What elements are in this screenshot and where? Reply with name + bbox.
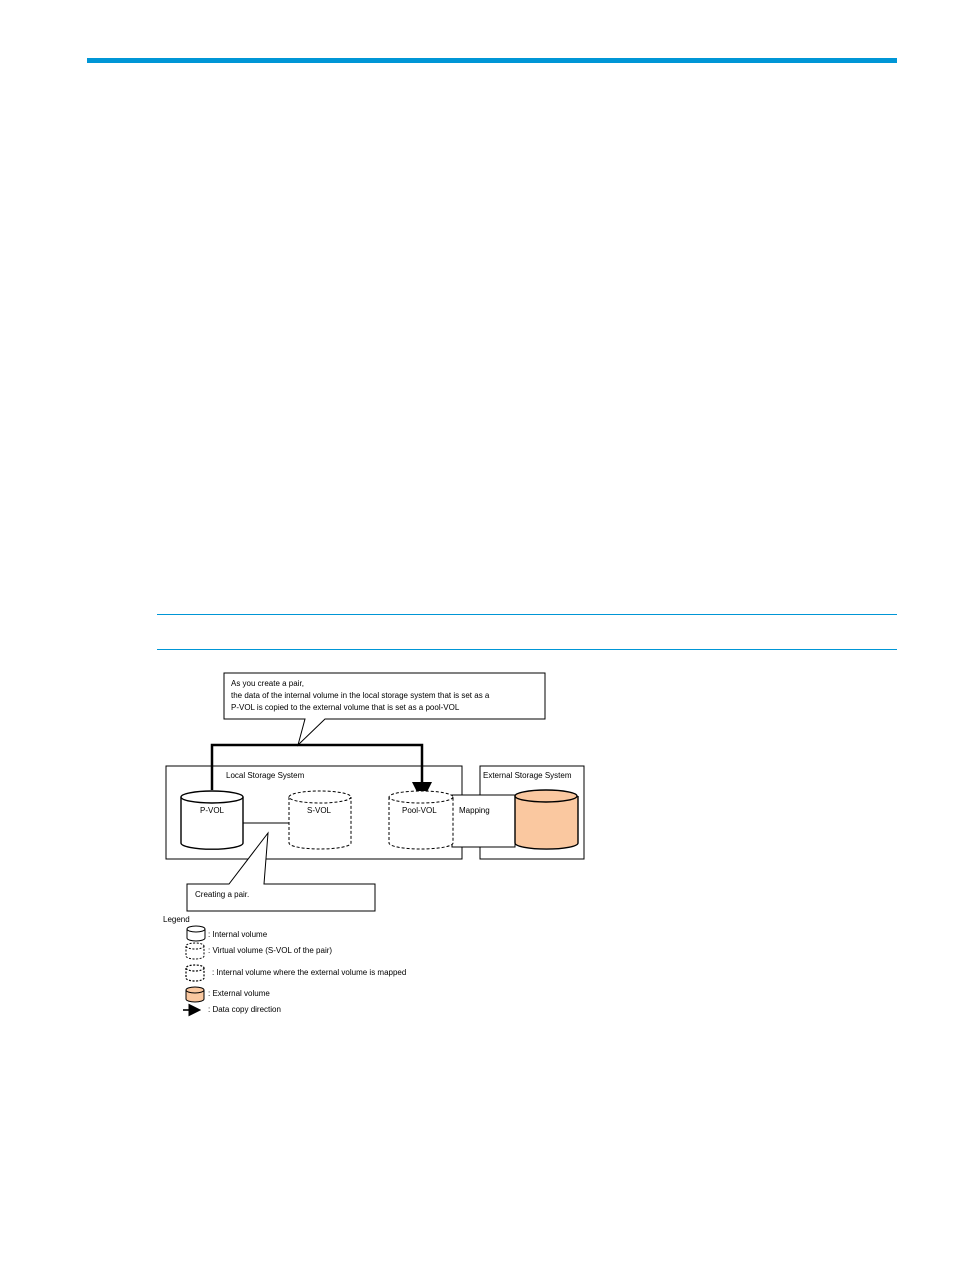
top-accent-rule [87,58,897,63]
internal-volume-icon [186,925,206,942]
poolvol-cylinder: Pool-VOL [388,790,454,850]
bottom-callout-text: Creating a pair. [195,890,249,899]
legend-item-mapped: : Internal volume where the external vol… [212,968,406,977]
pvol-cylinder: P-VOL [180,790,244,850]
legend: Legend : Internal volume : Virtual volum… [163,915,406,1017]
figure-rule-top [157,614,897,615]
data-copy-arrow [210,743,432,802]
external-storage-label: External Storage System [483,771,572,780]
pvol-label: P-VOL [200,806,225,815]
bottom-callout: Creating a pair. [186,831,376,912]
top-callout-line-2: the data of the internal volume in the l… [231,691,490,700]
top-callout-line-1: As you create a pair, [231,679,304,688]
mapping-label: Mapping [459,806,490,815]
top-callout-line-3: P-VOL is copied to the external volume t… [231,703,460,712]
svol-cylinder: S-VOL [288,790,352,850]
external-volume-cylinder [514,789,579,850]
legend-item-external: : External volume [208,989,270,998]
mapping-box: Mapping [451,794,516,848]
mapped-internal-volume-icon [185,964,205,982]
virtual-volume-icon [185,942,205,960]
legend-item-arrow: : Data copy direction [208,1005,281,1014]
top-callout: As you create a pair, the data of the in… [223,672,546,747]
svol-label: S-VOL [307,806,332,815]
external-volume-icon [185,986,205,1003]
local-storage-label: Local Storage System [226,771,305,780]
poolvol-label: Pool-VOL [402,806,437,815]
legend-item-virtual: : Virtual volume (S-VOL of the pair) [208,946,332,955]
legend-item-internal: : Internal volume [208,930,268,939]
legend-title: Legend [163,915,190,924]
figure-rule-bottom [157,649,897,650]
